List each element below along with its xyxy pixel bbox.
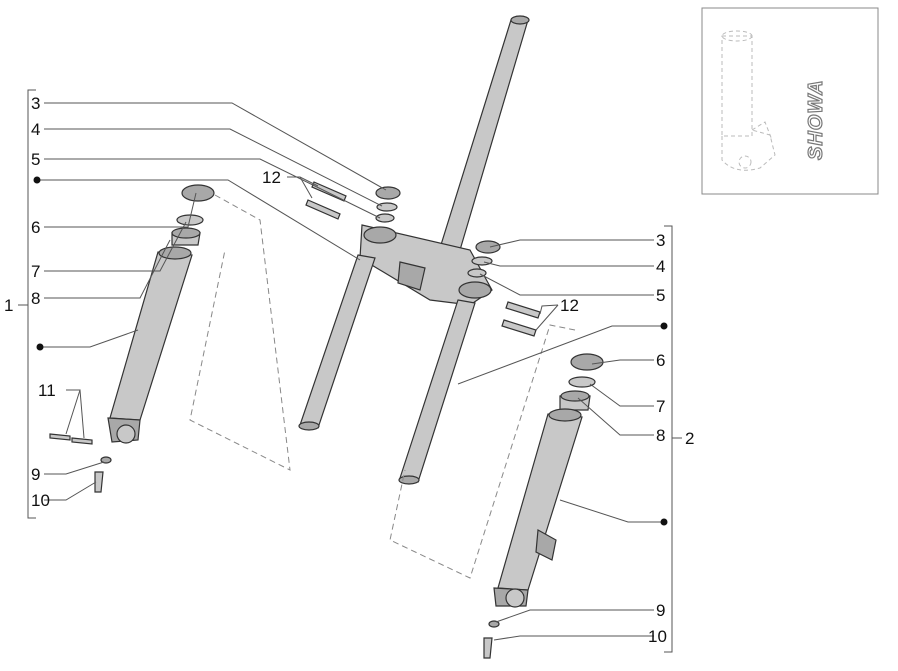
callout-4: 4 (31, 120, 40, 139)
steering-stem (359, 15, 530, 306)
callout-12-top: 12 (262, 168, 281, 187)
right-stanchion-tube (398, 299, 476, 485)
callout-8: 8 (31, 289, 40, 308)
callout-7: 7 (656, 397, 665, 416)
group-2-label: 2 (685, 429, 694, 448)
group-1-bracket (27, 89, 36, 519)
callout-11: 11 (38, 381, 56, 400)
callout-12-right: 12 (560, 296, 579, 315)
callout-10: 10 (648, 627, 667, 646)
callout-10: 10 (31, 491, 50, 510)
callout-labels-right: 3 4 5 12 6 7 8 9 10 (560, 231, 667, 646)
left-top-seal-stack (375, 186, 401, 223)
leader-lines (40, 102, 664, 641)
bullet-dot (36, 343, 44, 351)
callout-labels-left: 3 4 5 6 7 8 11 9 10 12 (31, 94, 281, 510)
callout-7: 7 (31, 262, 40, 281)
right-small-hardware (483, 620, 500, 659)
clamp-bolts-right (501, 301, 541, 337)
bullet-dot (33, 176, 41, 184)
callout-3: 3 (31, 94, 40, 113)
left-dashed-guide (189, 194, 291, 471)
callout-8: 8 (656, 426, 665, 445)
group-1-label: 1 (4, 296, 13, 315)
callout-9: 9 (31, 465, 40, 484)
clamp-bolts-top (305, 181, 347, 220)
right-fork-leg (493, 353, 604, 608)
bullet-dot (660, 518, 668, 526)
bullet-markers (33, 176, 668, 526)
left-small-hardware (49, 433, 112, 493)
bullet-dot (660, 322, 668, 330)
callout-6: 6 (656, 351, 665, 370)
callout-4: 4 (656, 257, 665, 276)
right-top-seal-stack (467, 240, 501, 278)
callout-6: 6 (31, 218, 40, 237)
callout-5: 5 (31, 150, 40, 169)
inset-fork-sketch (721, 30, 776, 171)
callout-3: 3 (656, 231, 665, 250)
callout-5: 5 (656, 286, 665, 305)
right-dashed-guide (389, 324, 576, 579)
left-fork-leg (107, 184, 215, 444)
callout-9: 9 (656, 601, 665, 620)
left-stanchion-tube (298, 254, 376, 431)
inset-brand-logo: SHOWA (805, 79, 827, 160)
inset-panel: SHOWA (701, 7, 879, 195)
group-2-bracket (664, 225, 673, 653)
